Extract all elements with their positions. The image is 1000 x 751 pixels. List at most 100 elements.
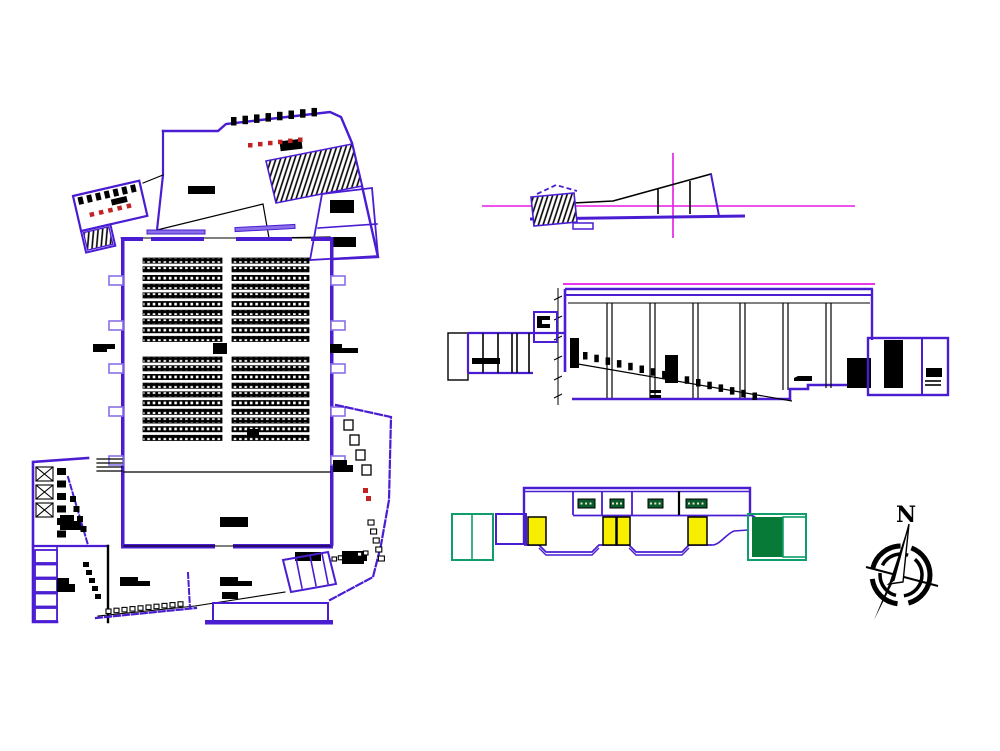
seat-bank-lower-left xyxy=(142,356,223,441)
entrance-doors xyxy=(527,516,708,546)
seat-row xyxy=(142,318,223,325)
section-columns xyxy=(606,303,832,398)
seat-row xyxy=(142,417,223,424)
seat-row xyxy=(231,309,310,316)
seat-row xyxy=(231,373,310,380)
bottom-lobby xyxy=(94,550,369,625)
seat-row xyxy=(231,426,310,433)
end-block-fill xyxy=(752,517,783,557)
front-elevation xyxy=(451,486,807,561)
wc-cubicles xyxy=(35,466,54,518)
stair-dots xyxy=(70,496,87,532)
comb-steps xyxy=(367,519,385,562)
seat-row xyxy=(142,400,223,407)
seat-row xyxy=(231,391,310,398)
door-panel-yellow xyxy=(602,516,617,546)
seat-bank-upper-right xyxy=(231,257,310,342)
sink-fixtures-red xyxy=(89,203,132,218)
section-right-annex xyxy=(866,336,950,397)
room-label-blob xyxy=(60,515,82,530)
elevation-body xyxy=(522,486,777,556)
room-label-blob xyxy=(279,138,303,152)
seat-row xyxy=(231,301,310,308)
wc-fixtures xyxy=(231,107,317,126)
left-service-strip xyxy=(31,456,110,624)
seat-row xyxy=(231,274,310,281)
stair-flights xyxy=(34,549,58,622)
seat-row xyxy=(142,301,223,308)
seat-row xyxy=(231,266,310,273)
small-steps xyxy=(83,562,101,599)
stage-steps xyxy=(96,458,123,472)
door-panel-yellow xyxy=(616,516,631,546)
longitudinal-section xyxy=(447,283,950,405)
room-label-blob xyxy=(330,200,354,213)
aisle-label-blobs xyxy=(93,343,358,437)
ramp-hatch xyxy=(82,225,114,251)
compass-outer-ring xyxy=(869,543,933,607)
seat-row xyxy=(231,327,310,334)
section-black-shapes xyxy=(570,338,903,398)
room-label-blob xyxy=(342,552,364,564)
seat-row xyxy=(231,292,310,299)
room-label-blob xyxy=(331,237,356,247)
end-block-right xyxy=(747,513,807,561)
seat-bank-lower-right xyxy=(231,356,310,441)
compass-needle-light xyxy=(886,523,910,586)
seat-row xyxy=(142,434,223,441)
signage-panels xyxy=(577,498,708,509)
toilet-wing-right xyxy=(231,107,379,261)
toilet-wing-left xyxy=(71,179,149,254)
seat-row xyxy=(231,356,310,363)
section-left-annex xyxy=(447,311,565,381)
seat-row xyxy=(231,417,310,424)
seat-row xyxy=(231,257,310,264)
edge-step-marks xyxy=(105,601,184,615)
seat-row xyxy=(231,318,310,325)
seat-row xyxy=(231,434,310,441)
seat-row xyxy=(142,283,223,290)
seat-row xyxy=(142,365,223,372)
seat-row xyxy=(142,426,223,433)
annex-hatch xyxy=(530,192,578,227)
seat-row xyxy=(142,391,223,398)
wc-fixtures xyxy=(343,419,372,476)
seat-row xyxy=(231,365,310,372)
stage-label-blob xyxy=(220,517,248,527)
ramp-hatch xyxy=(265,143,363,204)
north-label: N xyxy=(896,502,916,528)
seat-row xyxy=(142,373,223,380)
room-label-blob xyxy=(110,195,128,206)
seat-row xyxy=(142,257,223,264)
seat-row xyxy=(142,356,223,363)
seat-row xyxy=(142,266,223,273)
seat-row xyxy=(231,400,310,407)
seat-row xyxy=(142,408,223,415)
seat-bank-upper-left xyxy=(142,257,223,342)
seat-row xyxy=(142,292,223,299)
door-panel-yellow xyxy=(527,516,547,546)
seat-row xyxy=(142,274,223,281)
room-label-blob xyxy=(333,460,353,472)
seat-row xyxy=(142,335,223,342)
dimension-line xyxy=(553,288,563,405)
seat-row xyxy=(142,382,223,389)
roof-profile-view xyxy=(482,153,855,238)
seat-row xyxy=(231,335,310,342)
seat-row xyxy=(142,309,223,316)
seat-row xyxy=(231,283,310,290)
stage xyxy=(96,458,331,547)
seat-row xyxy=(231,382,310,389)
sink-fixtures-red xyxy=(248,137,303,148)
wc-fixtures xyxy=(77,184,137,205)
right-wing xyxy=(328,403,393,602)
section-seat-profiles xyxy=(583,352,757,400)
room-label-blob xyxy=(57,578,75,592)
floor-plan xyxy=(31,107,393,625)
seat-row xyxy=(142,327,223,334)
door-panel-yellow xyxy=(687,516,708,546)
angled-stair-block xyxy=(281,550,338,594)
room-label-blob xyxy=(188,186,215,194)
